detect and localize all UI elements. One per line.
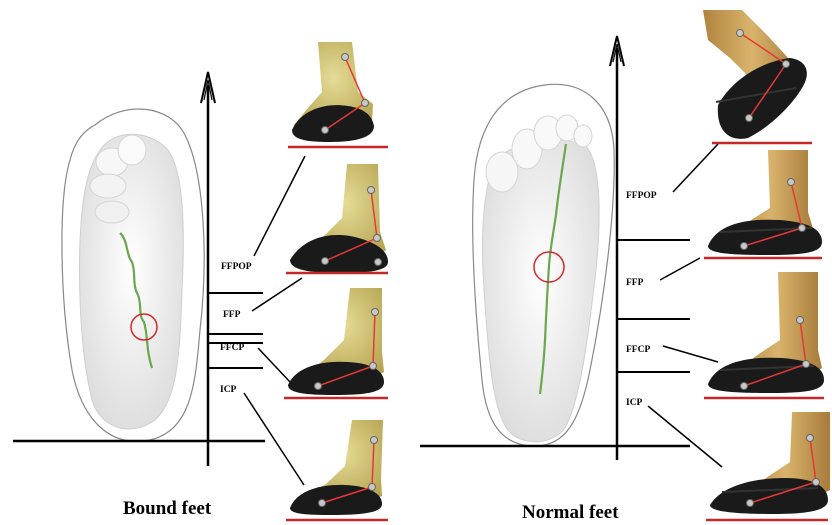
foot-side-photo-icon (290, 164, 388, 273)
normal-label-icp: ICP (626, 398, 643, 408)
bound-feet-caption: Bound feet (123, 498, 212, 519)
foot-side-photo-icon (290, 420, 383, 515)
reflective-marker-icon (368, 187, 375, 194)
normal-label-ffp: FFP (626, 278, 644, 288)
reflective-marker-icon (783, 61, 790, 68)
reflective-marker-icon (803, 361, 810, 368)
reflective-marker-icon (342, 54, 349, 61)
reflective-marker-icon (322, 258, 329, 265)
normal-feet-caption: Normal feet (522, 502, 619, 523)
normal-connector-ffp (660, 258, 700, 280)
reflective-marker-icon (737, 30, 744, 37)
normal-photo-ffpop (703, 10, 812, 143)
reflective-marker-icon (788, 179, 795, 186)
bound-connector-ffpop (254, 156, 305, 256)
reflective-marker-icon (797, 317, 804, 324)
bound-photo-ffpop (288, 42, 388, 147)
reflective-marker-icon (319, 500, 326, 507)
reflective-marker-icon (362, 100, 369, 107)
reflective-marker-icon (747, 500, 754, 507)
normal-connector-ffcp (663, 346, 718, 362)
normal-connector-ffpop (673, 144, 718, 192)
reflective-marker-icon (372, 309, 379, 316)
reflective-marker-icon (371, 437, 378, 444)
reflective-marker-icon (746, 115, 753, 122)
bound-connector-ffcp (258, 348, 290, 382)
bound-connector-ffp (252, 278, 302, 311)
reflective-marker-icon (807, 435, 814, 442)
bound-photo-icp (286, 420, 388, 520)
reflective-marker-icon (375, 259, 382, 266)
normal-label-ffpop: FFPOP (626, 191, 657, 201)
reflective-marker-icon (370, 363, 377, 370)
reflective-marker-icon (322, 127, 329, 134)
reflective-marker-icon (813, 479, 820, 486)
foot-side-photo-icon (703, 10, 807, 139)
reflective-marker-icon (369, 484, 376, 491)
normal-photo-icp (706, 412, 830, 520)
foot-side-photo-icon (710, 412, 830, 514)
normal-connector-icp (648, 406, 722, 467)
bound-label-ffp: FFP (223, 310, 241, 320)
bound-label-ffpop: FFPOP (221, 262, 252, 272)
bound-label-ffcp: FFCP (220, 343, 244, 353)
bound-label-icp: ICP (220, 385, 237, 395)
foot-side-photo-icon (292, 42, 374, 142)
reflective-marker-icon (374, 235, 381, 242)
bound-feet-panel: FFPOP FFP FFCP ICP (13, 42, 388, 520)
normal-feet-panel: FFPOP FFP FFCP ICP (420, 10, 830, 523)
normal-photo-ffcp (704, 272, 824, 398)
foot-side-photo-icon (708, 272, 824, 393)
bound-connector-icp (244, 393, 304, 485)
normal-photo-ffp (704, 150, 822, 258)
bound-photo-ffcp (284, 288, 388, 398)
bound-photo-ffp (286, 164, 388, 273)
reflective-marker-icon (741, 243, 748, 250)
foot-plantar-print-icon (80, 134, 184, 429)
reflective-marker-icon (315, 383, 322, 390)
reflective-marker-icon (799, 225, 806, 232)
normal-label-ffcp: FFCP (626, 345, 650, 355)
reflective-marker-icon (741, 383, 748, 390)
